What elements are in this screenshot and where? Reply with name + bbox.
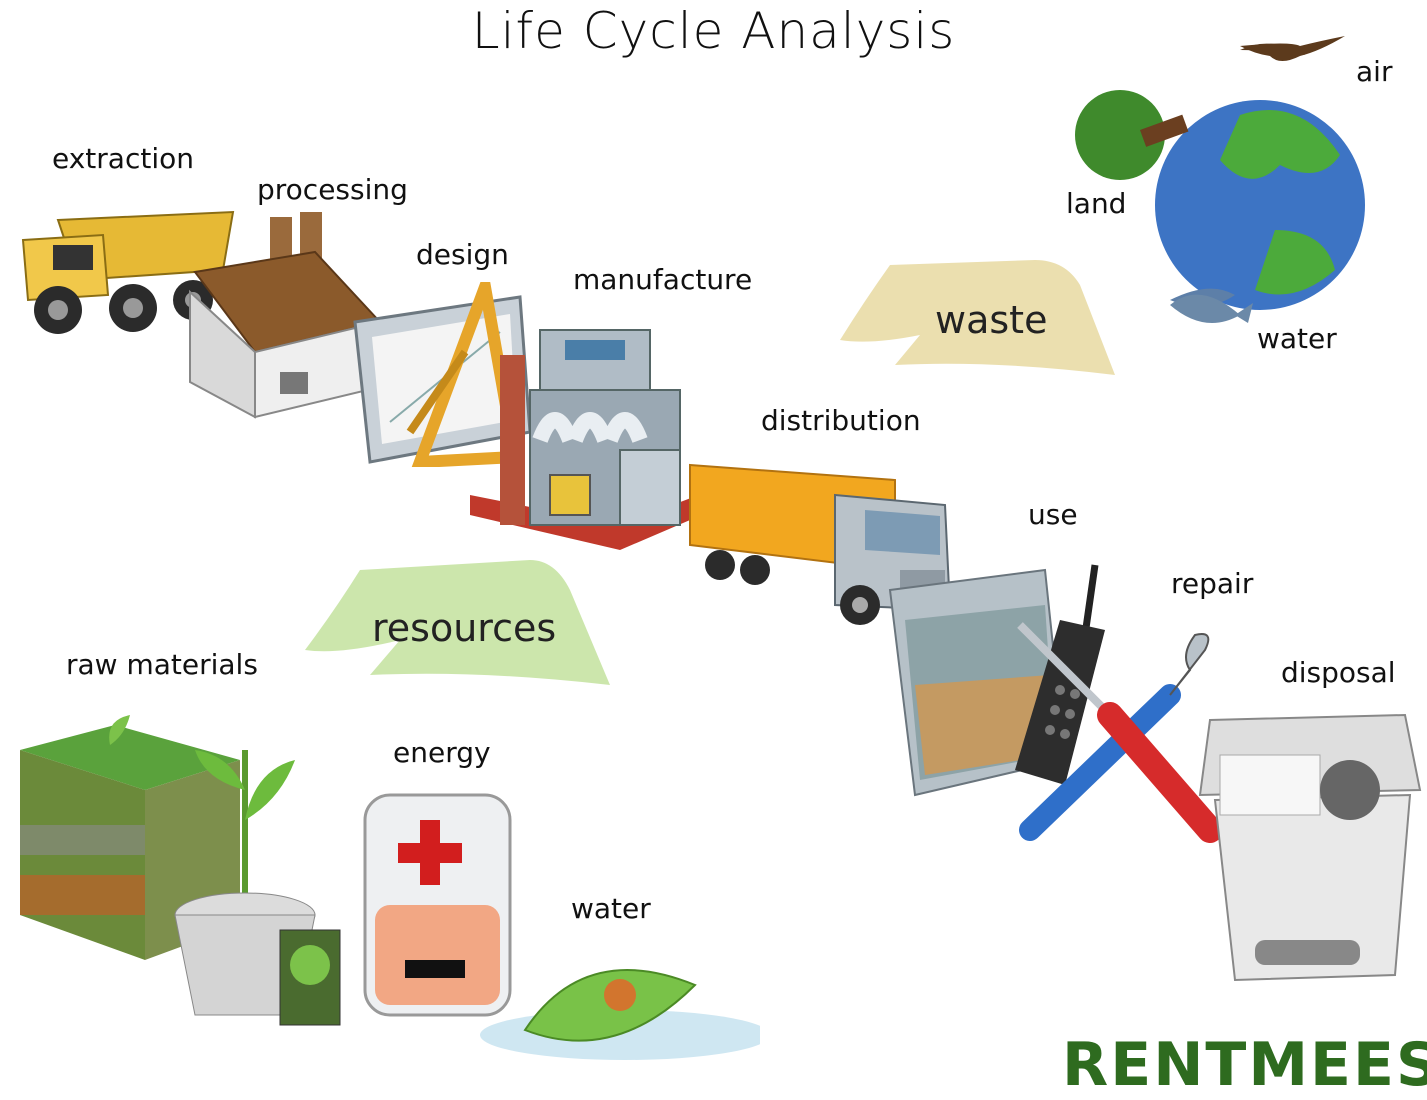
manufacturing-factory-icon bbox=[470, 329, 725, 550]
label-manufacture: manufacture bbox=[573, 263, 753, 296]
label-repair: repair bbox=[1171, 567, 1254, 600]
label-land: land bbox=[1066, 187, 1127, 220]
rentmeester-logo: RENTMEEST bbox=[1062, 1030, 1427, 1100]
design-drawing-board-icon bbox=[353, 282, 532, 467]
label-raw-materials: raw materials bbox=[66, 648, 258, 681]
processing-plant-icon bbox=[189, 212, 382, 419]
resources-arrow bbox=[305, 560, 610, 685]
label-air: air bbox=[1356, 55, 1393, 88]
label-output-water: water bbox=[1257, 322, 1337, 355]
label-input-water: water bbox=[571, 892, 651, 925]
label-processing: processing bbox=[257, 173, 408, 206]
battery-icon bbox=[363, 793, 512, 1017]
label-energy: energy bbox=[393, 736, 491, 769]
label-design: design bbox=[416, 238, 509, 271]
repair-tools-icon bbox=[1017, 622, 1223, 843]
trash-bin-icon bbox=[1198, 713, 1422, 982]
plant-pot-icon bbox=[174, 750, 341, 1026]
dolphin-fish-icon bbox=[1170, 294, 1253, 323]
label-distribution: distribution bbox=[761, 404, 921, 437]
soil-layers-icon bbox=[20, 715, 240, 960]
delivery-truck-icon bbox=[689, 463, 952, 625]
label-disposal: disposal bbox=[1281, 656, 1396, 689]
eagle-bird-icon bbox=[1240, 36, 1345, 61]
leaf-water-drop-icon bbox=[480, 969, 760, 1060]
resources-arrow-label: resources bbox=[372, 606, 557, 650]
waste-arrow-label: waste bbox=[935, 298, 1048, 342]
label-use: use bbox=[1028, 498, 1078, 531]
label-extraction: extraction bbox=[52, 142, 194, 175]
diagram-title: Life Cycle Analysis bbox=[471, 2, 956, 60]
phone-icon bbox=[1015, 564, 1105, 785]
waste-arrow bbox=[840, 260, 1115, 375]
